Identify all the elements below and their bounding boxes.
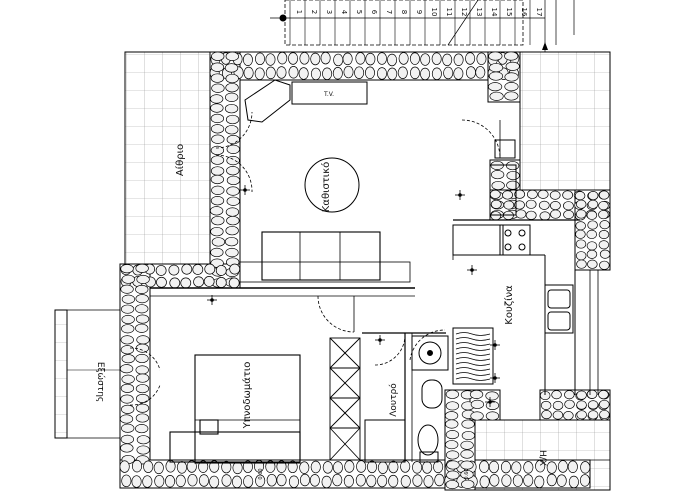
stair-step-number: 16 <box>520 8 528 17</box>
round-table <box>304 157 360 213</box>
atrium-tiles <box>124 51 216 265</box>
room-label-balcony: Εξώστης <box>95 362 106 402</box>
doors <box>129 111 501 406</box>
stair-step-number: 7 <box>385 10 393 14</box>
stone-texture <box>119 51 611 490</box>
dim-right: 0.60 <box>464 468 470 479</box>
stair-step-number: 5 <box>355 10 363 14</box>
room-label-hm: Η/Χ <box>537 450 547 466</box>
stair-step-number: 8 <box>400 10 408 14</box>
stair-step-number: 9 <box>415 10 423 14</box>
stair-step-number: 10 <box>430 8 438 17</box>
terrace-tiles <box>519 51 611 199</box>
fireplace <box>452 327 494 385</box>
stair-step-number: 12 <box>460 8 468 17</box>
stair-step-number: 15 <box>505 8 513 17</box>
stair-step-number: 2 <box>310 10 318 14</box>
stair-step-number: 11 <box>445 8 453 17</box>
stair-start-dot <box>279 14 287 22</box>
wardrobe <box>329 337 361 461</box>
dim-left: 0.60 <box>258 468 264 479</box>
stair-arrow-icon <box>542 42 548 50</box>
sofa <box>239 231 411 283</box>
stair-step-number: 4 <box>340 10 348 15</box>
stair-step-number: 14 <box>490 8 498 17</box>
bathroom-fixtures <box>364 335 449 463</box>
stair-step-number: 17 <box>535 8 543 17</box>
stair-step-number: 3 <box>325 10 333 14</box>
stair-step-number: 1 <box>295 10 303 14</box>
tv-label: T.V. <box>323 91 334 98</box>
bed <box>169 354 301 464</box>
kitchen-counter <box>452 139 576 395</box>
room-label-living: Καθιστικό <box>320 162 332 212</box>
level-markers <box>207 185 500 407</box>
room-label-bath: Λουτρό <box>388 383 399 417</box>
balcony-rail <box>54 309 68 439</box>
tv-unit <box>244 79 368 123</box>
room-label-atrium: Αίθριο <box>174 144 186 176</box>
room-label-bedroom: Υπνοδωμάτιο <box>241 362 253 430</box>
stair-step-number: 13 <box>475 8 483 17</box>
stair-step-number: 6 <box>370 10 378 15</box>
room-label-kitchen: Κουζίνα <box>503 285 515 325</box>
